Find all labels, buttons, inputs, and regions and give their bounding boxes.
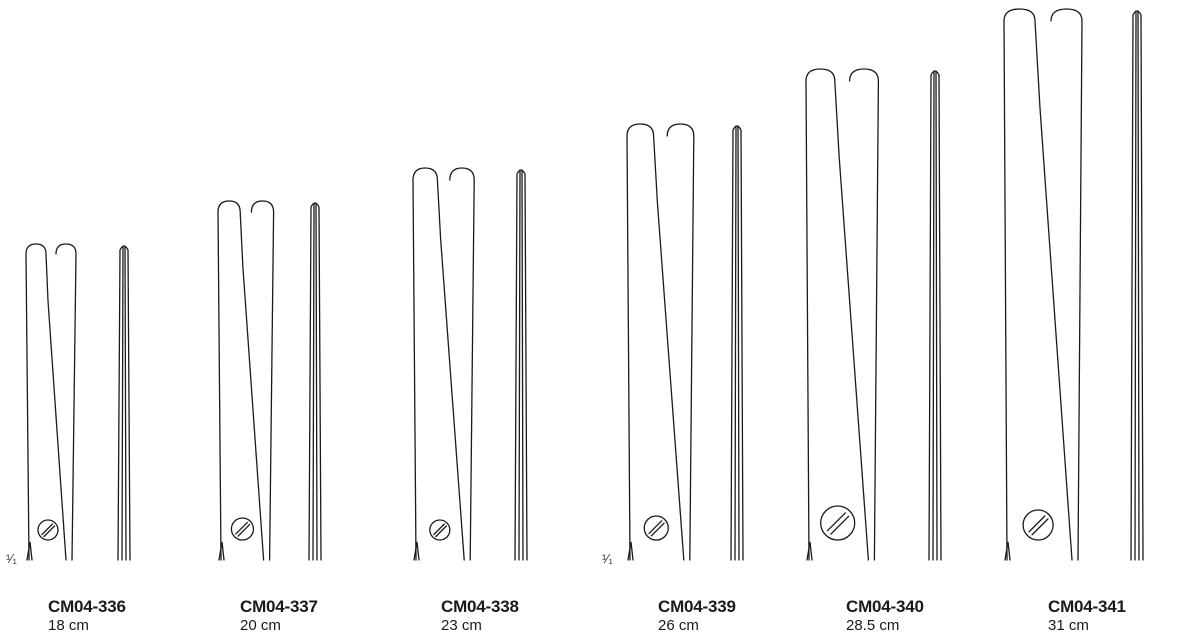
scissors-drawing [217,200,322,561]
scale-mark: ¹⁄₁ [6,551,17,566]
caption-cm04-341: CM04-341 31 cm [1048,596,1178,635]
product-code: CM04-338 [441,597,519,616]
product-length: 18 cm [48,617,89,634]
product-length: 28.5 cm [846,617,900,634]
product-code: CM04-336 [48,597,126,616]
scissors-drawing [412,167,528,561]
scissors-drawing [1003,8,1144,561]
product-code: CM04-337 [240,597,318,616]
scissors-drawing [805,68,942,561]
product-code: CM04-339 [658,597,736,616]
product-length: 26 cm [658,617,699,634]
product-code: CM04-340 [846,597,924,616]
caption-cm04-336: CM04-336 18 cm [48,596,198,635]
scissors-drawing [626,123,744,561]
caption-cm04-339: CM04-339 26 cm [658,596,808,635]
product-length: 20 cm [240,617,281,634]
scale-mark: ¹⁄₁ [602,551,613,566]
caption-cm04-337: CM04-337 20 cm [240,596,390,635]
product-length: 23 cm [441,617,482,634]
caption-cm04-340: CM04-340 28.5 cm [846,596,996,635]
scissors-drawing [25,243,131,561]
caption-cm04-338: CM04-338 23 cm [441,596,591,635]
product-code: CM04-341 [1048,597,1126,616]
product-length: 31 cm [1048,617,1089,634]
